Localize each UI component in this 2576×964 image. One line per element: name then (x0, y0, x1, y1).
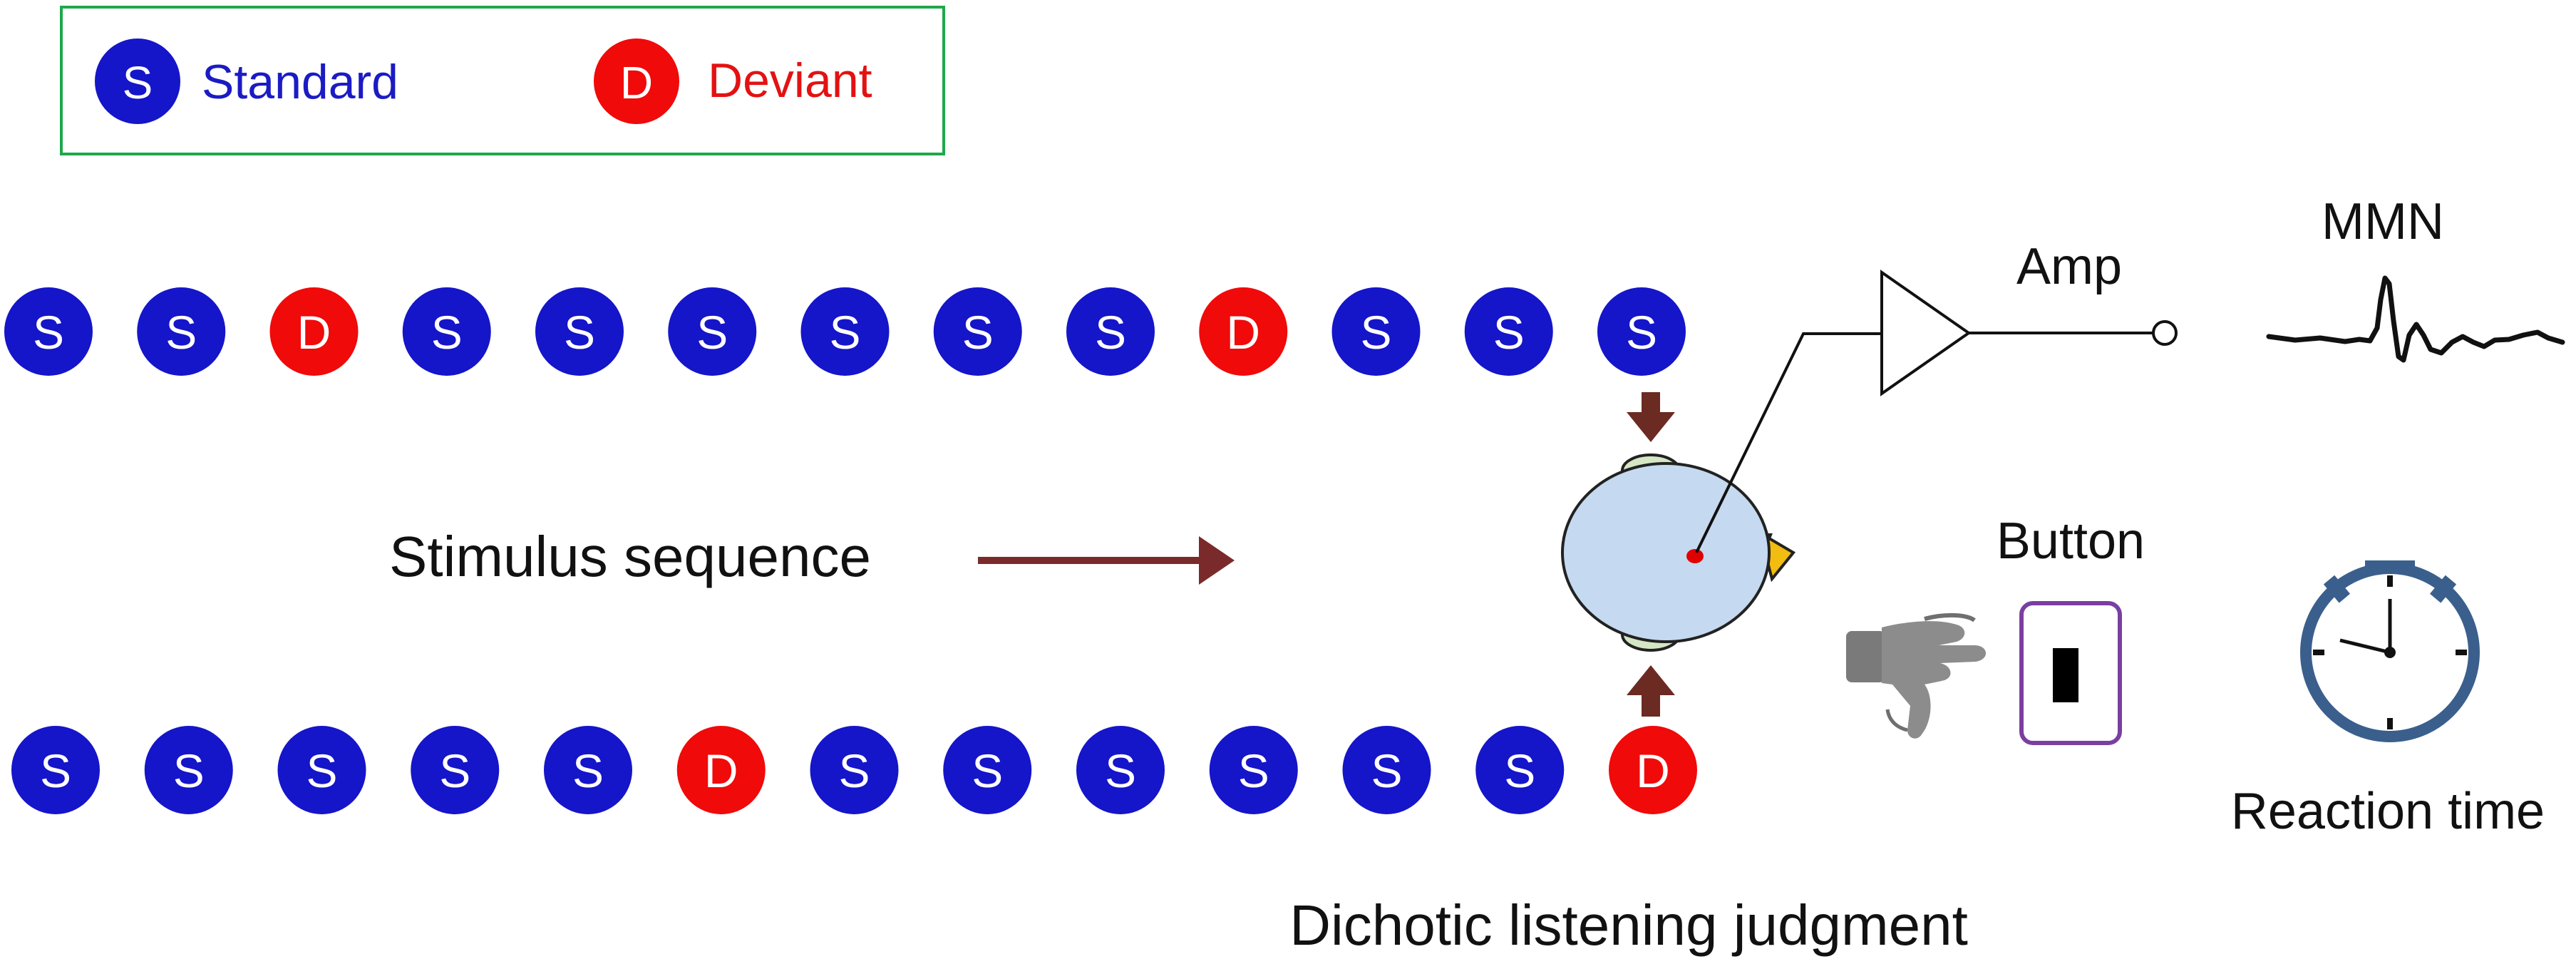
legend: S Standard D Deviant (60, 6, 945, 155)
stimulus-sequence-label: Stimulus sequence (389, 525, 871, 588)
dichotic-listening-label: Dichotic listening judgment (1289, 893, 1968, 957)
stimulus-letter-bottom-12: S (1504, 744, 1535, 797)
stimulus-letter-top-6: S (696, 306, 728, 359)
stimulus-letter-top-2: S (165, 306, 197, 359)
standard-stimulus-bottom-4 (411, 726, 500, 814)
button-switch (2053, 648, 2078, 702)
standard-stimulus-top-9 (1066, 287, 1155, 376)
amp-label: Amp (2016, 238, 2122, 295)
stimulus-letter-bottom-1: S (40, 744, 71, 797)
standard-stimulus-bottom-9 (1076, 726, 1165, 814)
standard-stimulus-bottom-12 (1475, 726, 1565, 814)
bottom-input-arrow (1627, 665, 1675, 717)
stopwatch-icon (2300, 560, 2480, 742)
stimulus-letter-bottom-2: S (173, 744, 205, 797)
stimulus-letter-top-3: D (297, 306, 331, 359)
listener-head (1561, 453, 1796, 652)
standard-stimulus-bottom-10 (1209, 726, 1298, 814)
electrode (1686, 549, 1704, 563)
reaction-time-label: Reaction time (2231, 783, 2545, 840)
legend-standard-label: Standard (202, 55, 398, 109)
stimulus-letter-top-10: D (1226, 306, 1260, 359)
stimulus-letter-top-12: S (1493, 306, 1525, 359)
standard-stimulus-top-13 (1597, 287, 1686, 376)
head (1561, 462, 1771, 643)
standard-stimulus-top-8 (933, 287, 1022, 376)
stimulus-letter-bottom-7: S (838, 744, 870, 797)
stimulus-letter-top-4: S (431, 306, 463, 359)
stimulus-letter-bottom-3: S (306, 744, 337, 797)
standard-stimulus-bottom-8 (943, 726, 1032, 814)
standard-stimulus-top-4 (402, 287, 491, 376)
standard-stimulus-top-5 (535, 287, 624, 376)
standard-stimulus-top-1 (4, 287, 93, 376)
standard-stimulus-bottom-2 (144, 726, 233, 814)
standard-stimulus-top-2 (137, 287, 226, 376)
pointing-hand-icon (1846, 612, 1987, 739)
sequence-direction-arrow (978, 536, 1235, 585)
stimulus-letter-top-9: S (1095, 306, 1126, 359)
top-input-arrow (1627, 392, 1675, 442)
standard-stimulus-top-12 (1464, 287, 1553, 376)
stimulus-letter-top-13: S (1626, 306, 1657, 359)
stimulus-letter-top-7: S (829, 306, 860, 359)
stimulus-letter-top-1: S (33, 306, 64, 359)
standard-stimulus-bottom-3 (277, 726, 366, 814)
legend-deviant-symbol-letter: D (620, 57, 653, 108)
stimulus-letter-top-11: S (1360, 306, 1391, 359)
standard-stimulus-bottom-7 (810, 726, 899, 814)
stimulus-letter-bottom-10: S (1238, 744, 1269, 797)
deviant-stimulus-bottom-13 (1609, 726, 1697, 814)
standard-stimulus-bottom-1 (11, 726, 100, 814)
stimulus-letter-bottom-6: D (704, 744, 738, 797)
amplifier-icon (1880, 270, 1972, 396)
output-terminal (2152, 320, 2178, 346)
electrode-wire (1695, 332, 1882, 553)
stimulus-letter-bottom-9: S (1105, 744, 1136, 797)
stimulus-letter-bottom-5: S (572, 744, 604, 797)
legend-box (60, 6, 945, 155)
stimulus-letter-bottom-13: D (1636, 744, 1670, 797)
deviant-stimulus-top-3 (269, 287, 359, 376)
standard-stimulus-top-11 (1331, 287, 1421, 376)
legend-standard-symbol-letter: S (123, 57, 153, 108)
stimulus-letter-top-8: S (962, 306, 994, 359)
mmn-label: MMN (2322, 193, 2444, 250)
stimulus-letter-bottom-4: S (439, 744, 470, 797)
standard-stimulus-bottom-5 (544, 726, 632, 814)
standard-stimulus-top-6 (668, 287, 757, 376)
legend-deviant-label: Deviant (708, 53, 872, 108)
button-label: Button (1997, 513, 2145, 570)
deviant-stimulus-bottom-6 (676, 726, 766, 814)
legend-standard-symbol (95, 39, 180, 124)
standard-stimulus-bottom-11 (1342, 726, 1431, 814)
stimulus-letter-bottom-8: S (972, 744, 1003, 797)
legend-deviant-symbol (594, 39, 679, 124)
standard-stimulus-top-7 (800, 287, 890, 376)
stimulus-letter-top-5: S (564, 306, 595, 359)
stimulus-letter-bottom-11: S (1371, 744, 1402, 797)
mmn-waveform (2266, 275, 2565, 363)
deviant-stimulus-top-10 (1199, 287, 1288, 376)
